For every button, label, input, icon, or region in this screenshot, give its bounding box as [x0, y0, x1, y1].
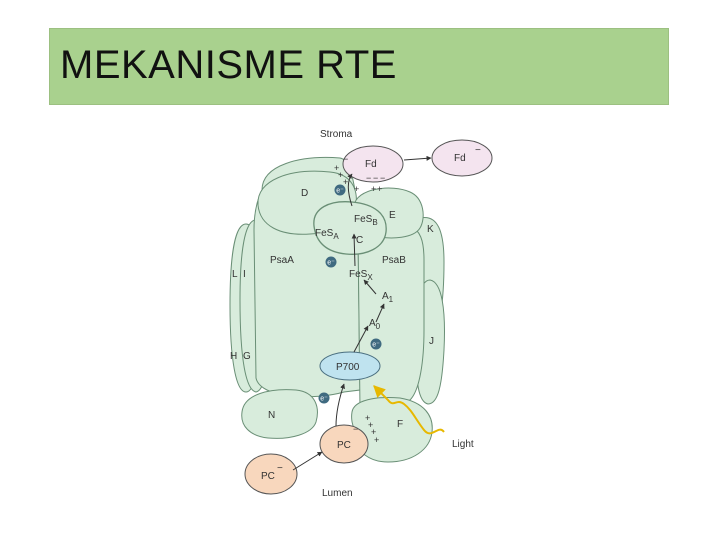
svg-text:−: − — [373, 173, 378, 183]
psaB-label: PsaB — [382, 255, 406, 266]
subunit-H-label: H — [230, 351, 237, 362]
svg-text:−: − — [366, 173, 371, 183]
fesb-label: FeSB — [354, 214, 378, 227]
subunit-C-shape — [313, 201, 387, 255]
subunit-E-label: E — [389, 210, 396, 221]
electron-chip-1: e⁻ — [334, 184, 346, 196]
electron-chip-3: e⁻ — [370, 338, 382, 350]
subunit-I-label: I — [243, 269, 246, 280]
electron-path — [292, 155, 432, 471]
lumen-label: Lumen — [322, 488, 353, 499]
svg-text:−: − — [380, 173, 385, 183]
svg-text:+: + — [365, 413, 370, 423]
svg-text:+: + — [371, 427, 376, 437]
svg-text:+: + — [377, 184, 382, 194]
subunit-L-label: L — [232, 269, 238, 280]
svg-text:−: − — [353, 424, 358, 434]
title-bar: MEKANISME RTE — [49, 28, 669, 105]
svg-text:e⁻: e⁻ — [320, 396, 328, 403]
p700-ellipse — [319, 351, 381, 381]
svg-text:+: + — [343, 177, 348, 187]
subunit-N-shape — [241, 389, 318, 439]
a1-label: A1 — [382, 291, 394, 304]
pc-label: PC — [337, 440, 351, 451]
pc-reduced-ellipse — [244, 453, 298, 495]
subunit-J-label: J — [429, 336, 434, 347]
svg-text:+: + — [354, 184, 359, 194]
light-label: Light — [452, 439, 474, 450]
svg-text:e⁻: e⁻ — [372, 342, 380, 349]
stroma-label: Stroma — [320, 129, 353, 140]
svg-text:e⁻: e⁻ — [336, 188, 344, 195]
pc-reduced-label: PC — [261, 471, 275, 482]
fesx-label: FeSX — [349, 269, 373, 282]
charge-signs-fd: − + + + − − − + + + — [334, 154, 385, 194]
electron-chip-4: e⁻ — [318, 392, 330, 404]
svg-text:+: + — [368, 420, 373, 430]
subunit-F-label: F — [397, 419, 403, 430]
subunit-G-label: G — [243, 351, 251, 362]
pc-reduced-charge: − — [277, 463, 283, 474]
slide-title: MEKANISME RTE — [60, 43, 397, 87]
fd-label: Fd — [365, 159, 377, 170]
light-arrow — [373, 385, 445, 435]
subunit-N-label: N — [268, 410, 275, 421]
subunit-D-label: D — [301, 188, 308, 199]
pc-ellipse — [319, 424, 369, 464]
svg-text:+: + — [338, 170, 343, 180]
fd-reduced-charge: − — [475, 145, 481, 156]
svg-text:+: + — [334, 163, 339, 173]
fd-reduced-label: Fd — [454, 153, 466, 164]
charge-signs-pc: − + + + + — [353, 413, 379, 445]
svg-text:+: + — [374, 435, 379, 445]
svg-text:+: + — [371, 184, 376, 194]
psaA-label: PsaA — [270, 255, 294, 266]
fesa-label: FeSA — [315, 228, 339, 241]
electron-chip-2: e⁻ — [325, 256, 337, 268]
subunit-C-label: C — [356, 235, 363, 246]
subunit-K-label: K — [427, 224, 434, 235]
fd-reduced-ellipse — [431, 139, 493, 177]
svg-text:−: − — [343, 154, 348, 164]
p700-label: P700 — [336, 362, 360, 373]
fd-ellipse — [342, 145, 404, 183]
svg-text:e⁻: e⁻ — [327, 260, 335, 267]
a0-label: A0 — [369, 318, 381, 331]
